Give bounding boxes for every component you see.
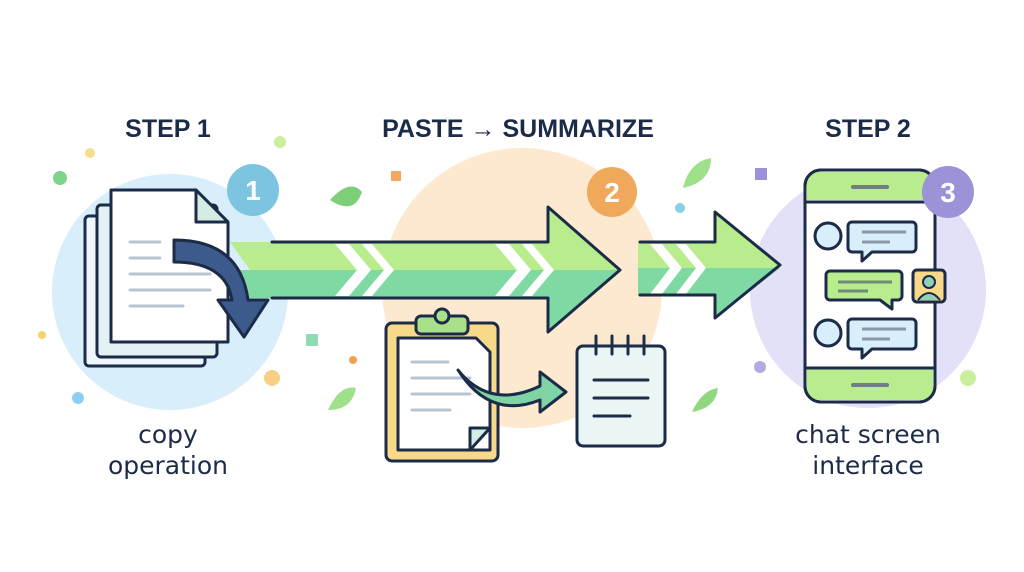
step2-title: PASTE → SUMMARIZE (382, 115, 654, 143)
documents-stack-icon (83, 188, 270, 368)
curved-arrow-icon (172, 238, 270, 339)
chat-message-incoming (813, 317, 918, 360)
chat-phone-icon (803, 168, 947, 404)
step3-label-line2: interface (812, 451, 924, 480)
step1-badge: 1 (227, 164, 279, 216)
flow-arrow-main (230, 205, 622, 334)
step3-label-line1: chat screen (795, 420, 941, 449)
chat-message-outgoing (824, 268, 947, 311)
step2-badge: 2 (587, 167, 637, 217)
step2-badge-number: 2 (604, 177, 620, 208)
step1-label-line1: copy (138, 420, 198, 449)
transfer-arrow-icon (456, 368, 568, 414)
step1-badge-number: 1 (245, 175, 261, 206)
step3-title: STEP 2 (825, 115, 911, 143)
chat-message-incoming (813, 220, 918, 263)
leaf-icon (692, 388, 718, 412)
flow-arrow-secondary (638, 210, 782, 320)
step3-badge: 3 (922, 166, 974, 218)
notepad-icon (575, 334, 667, 448)
leaf-icon (330, 186, 362, 207)
leaf-icon (683, 158, 711, 188)
avatar-icon (813, 221, 843, 251)
leaf-icon (328, 387, 356, 410)
step1-title: STEP 1 (125, 115, 211, 143)
clipboard-icon (384, 307, 568, 463)
step3-badge-number: 3 (940, 177, 956, 208)
decorative-confetti (38, 136, 976, 412)
step1-label-line2: operation (108, 451, 228, 480)
avatar-icon (813, 318, 843, 348)
